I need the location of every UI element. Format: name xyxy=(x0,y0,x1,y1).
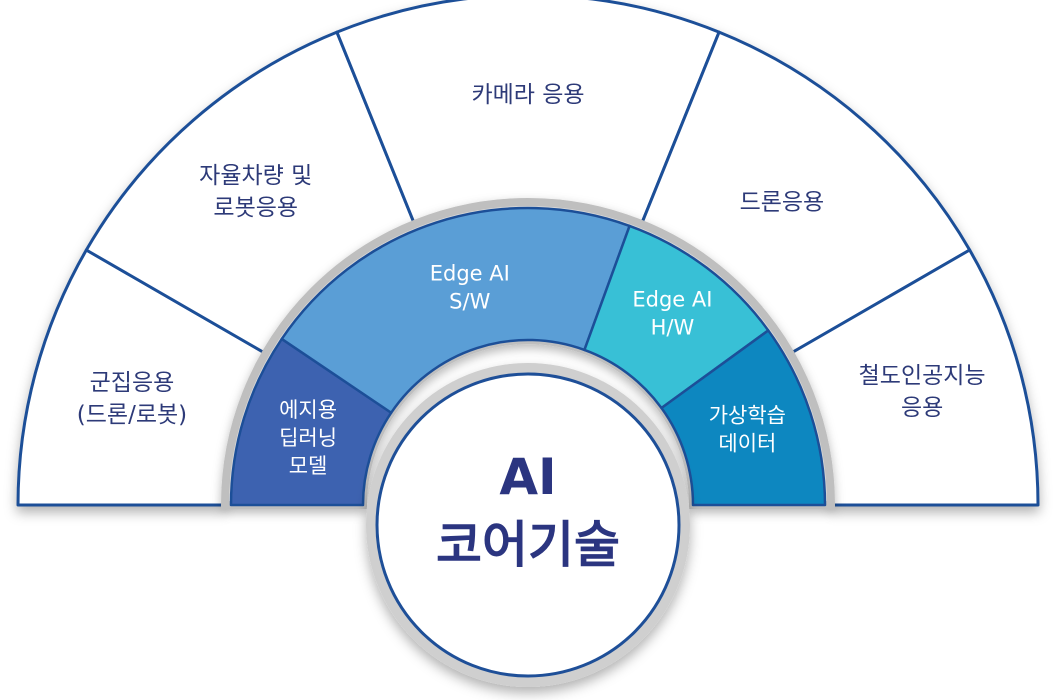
inner-label-edge-sw-line-2: S/W xyxy=(449,290,490,314)
inner-ring-shape xyxy=(220,198,836,509)
inner-label-edge-hw-line-2: H/W xyxy=(651,315,695,339)
outer-label-vehicle-line-2: 로봇응용 xyxy=(213,195,298,221)
outer-label-camera-line-1: 카메라 응용 xyxy=(471,82,584,108)
inner-label-edge-hw-line-1: Edge AI xyxy=(632,287,712,311)
outer-label-vehicle-line-1: 자율차량 및 xyxy=(199,163,312,189)
inner-segment-edge-sw xyxy=(280,206,631,414)
core-circle-group: AI 코어기술 xyxy=(366,363,690,687)
outer-label-railway-line-2: 응용 xyxy=(901,395,943,421)
inner-label-virtual-data-line-1: 가상학습 xyxy=(709,403,786,427)
inner-label-virtual-data-line-2: 데이터 xyxy=(718,431,776,455)
outer-label-swarm-line-1: 군집응용 xyxy=(90,370,175,396)
inner-label-edge-model-line-3: 모델 xyxy=(289,454,328,478)
outer-label-swarm-line-2: (드론/로봇) xyxy=(77,402,187,428)
core-title-line-2: 코어기술 xyxy=(436,516,620,574)
inner-segment-virtual-data xyxy=(660,329,827,507)
inner-label-edge-sw-line-1: Edge AI xyxy=(430,262,510,286)
outer-label-railway-line-1: 철도인공지능 xyxy=(859,363,986,389)
inner-label-edge-model-line-1: 에지용 xyxy=(279,398,337,422)
outer-label-drone-line-1: 드론응용 xyxy=(740,189,825,215)
inner-label-edge-model-line-2: 딥러닝 xyxy=(279,426,337,450)
core-circle xyxy=(375,372,681,678)
core-title-line-1: AI xyxy=(499,448,556,506)
